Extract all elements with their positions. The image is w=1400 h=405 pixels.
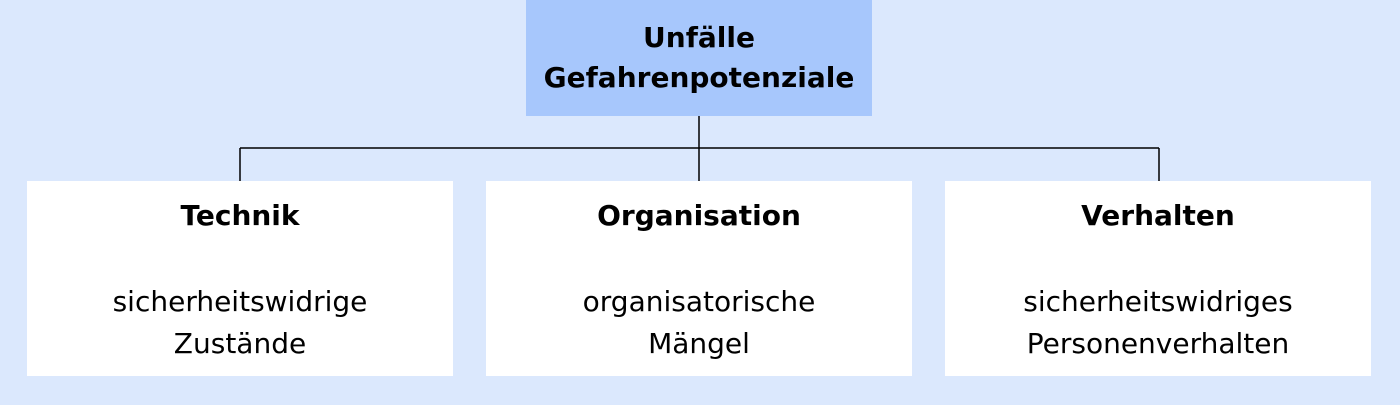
- root-node-title-line2: Gefahrenpotenziale: [543, 61, 855, 94]
- child-node-description-line2: Zustände: [173, 327, 307, 360]
- root-node: Unfälle Gefahrenpotenziale: [526, 0, 872, 116]
- child-node-technik: Technik sicherheitswidrige Zustände: [27, 181, 453, 376]
- child-node-description-line1: organisatorische: [582, 285, 816, 318]
- child-node-description: sicherheitswidrige Zustände: [27, 281, 453, 365]
- child-node-description-line2: Personenverhalten: [1026, 327, 1290, 360]
- child-node-description-line1: sicherheitswidriges: [1023, 285, 1293, 318]
- child-node-description: sicherheitswidriges Personenverhalten: [945, 281, 1371, 365]
- child-node-description-line1: sicherheitswidrige: [112, 285, 368, 318]
- child-node-title: Organisation: [597, 199, 801, 232]
- child-node-organisation: Organisation organisatorische Mängel: [486, 181, 912, 376]
- root-node-title-line1: Unfälle: [643, 21, 755, 54]
- child-node-description-line2: Mängel: [648, 327, 750, 360]
- child-node-title: Verhalten: [1081, 199, 1235, 232]
- child-node-title: Technik: [180, 199, 300, 232]
- child-node-verhalten: Verhalten sicherheitswidriges Personenve…: [945, 181, 1371, 376]
- child-node-description: organisatorische Mängel: [486, 281, 912, 365]
